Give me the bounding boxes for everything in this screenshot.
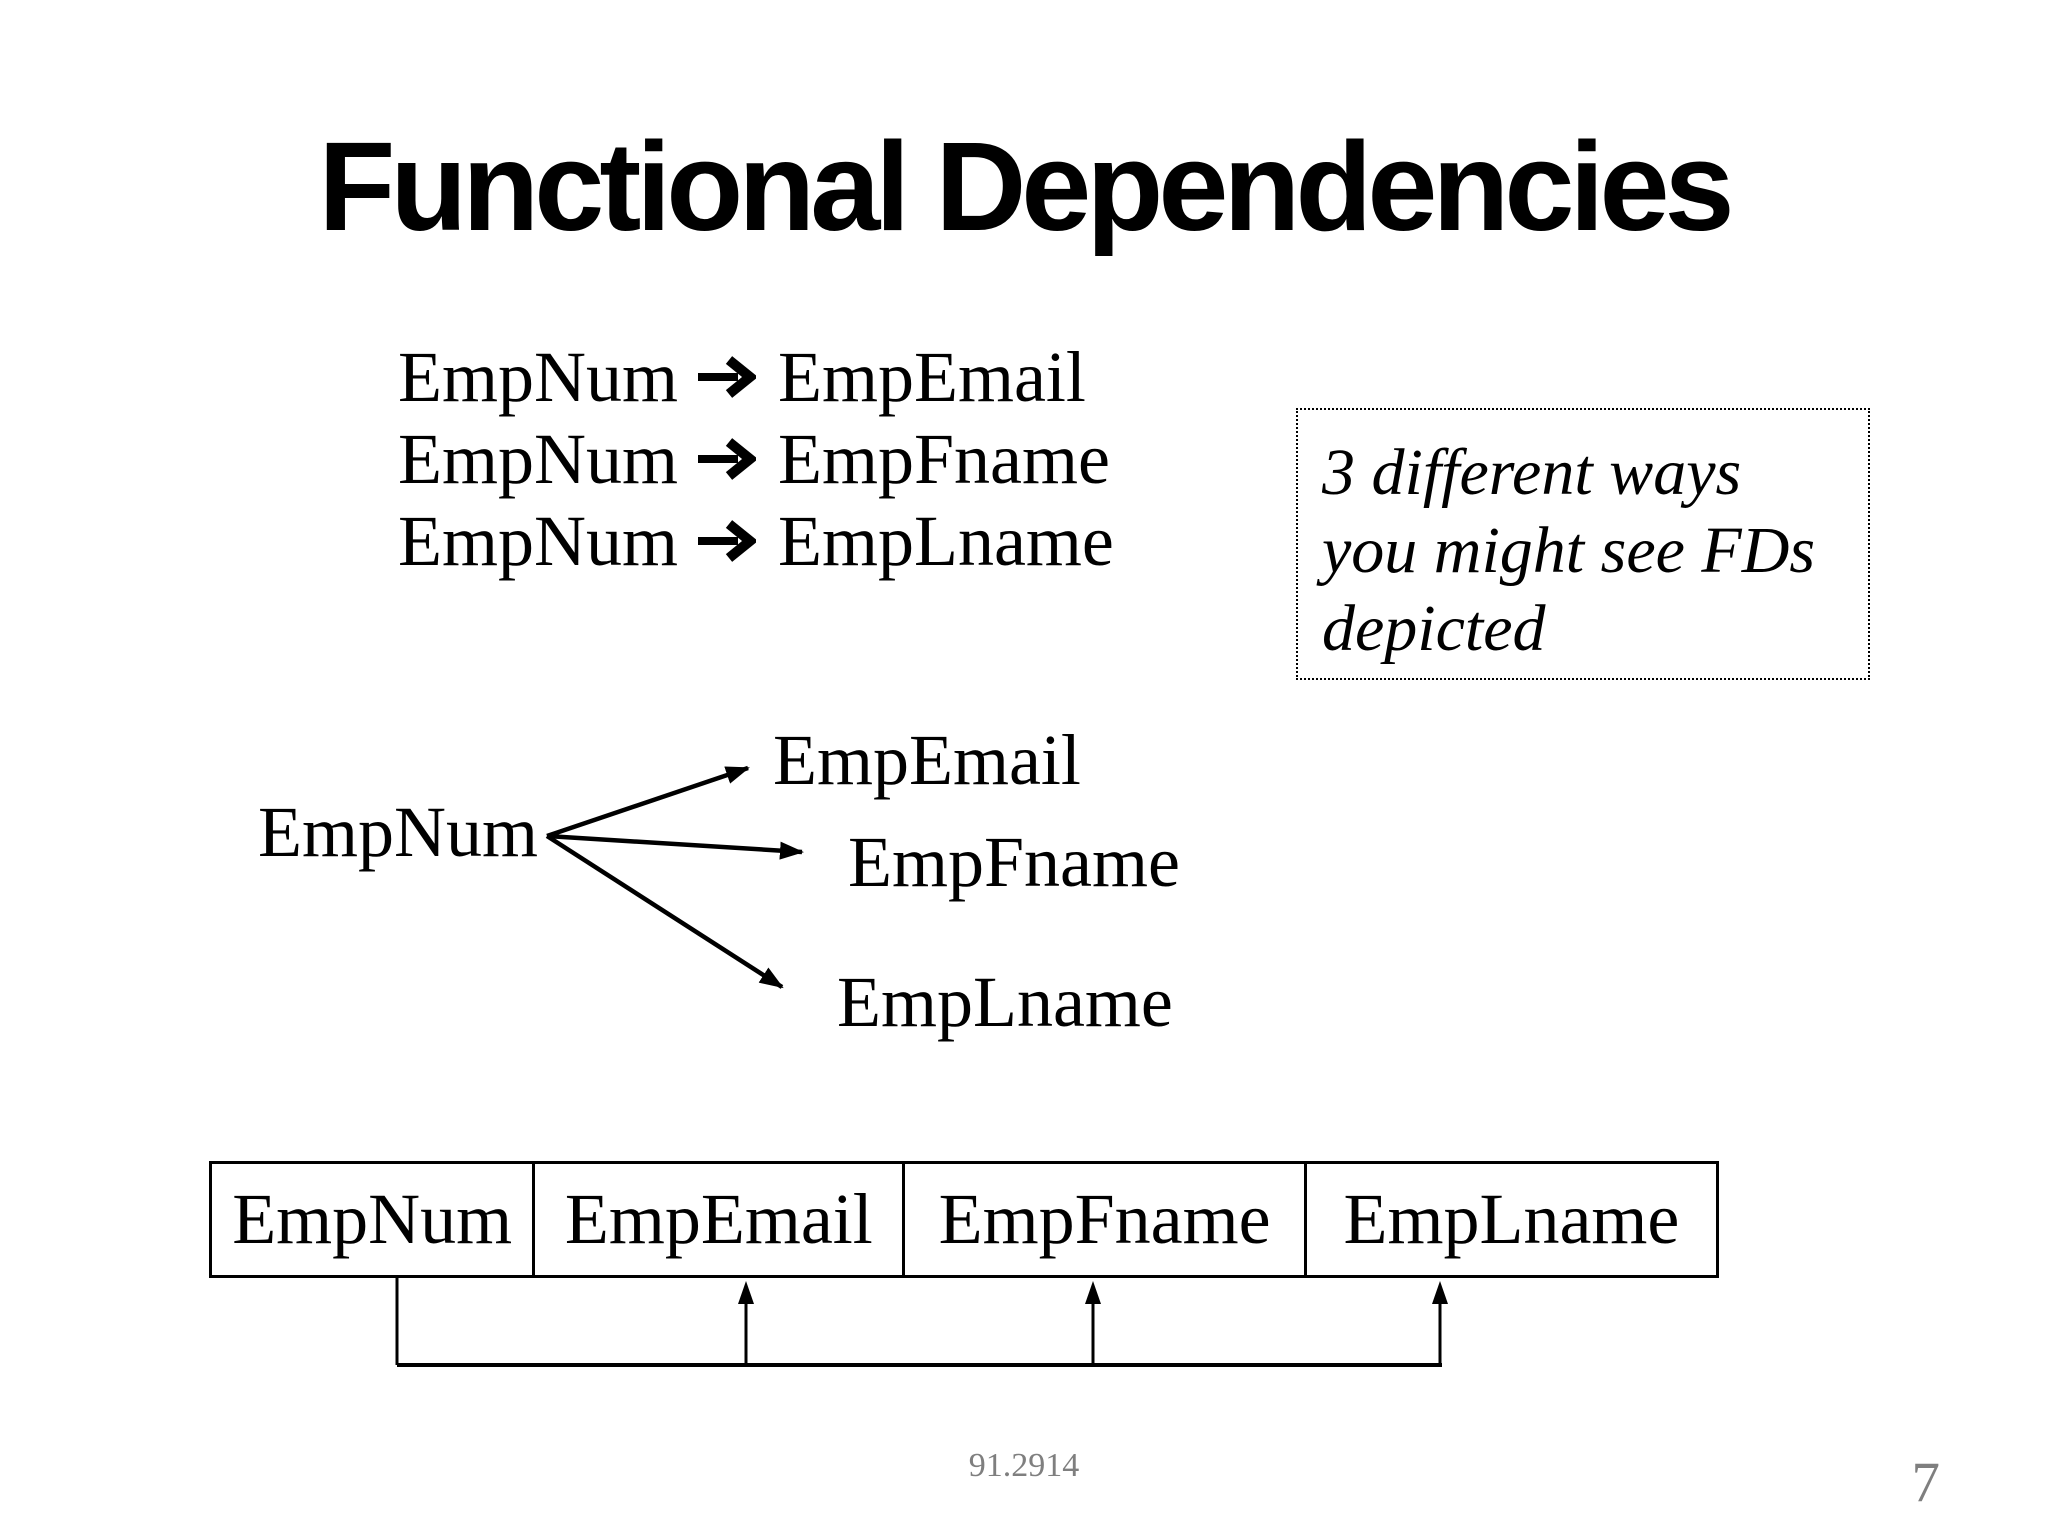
fd-lhs: EmpNum: [398, 337, 678, 417]
diagram-target-label: EmpEmail: [773, 720, 1081, 800]
fd-lhs: EmpNum: [398, 419, 678, 499]
right-arrow-icon: [698, 437, 756, 481]
fd-rhs: EmpEmail: [778, 337, 1086, 417]
dependency-fan-arrows-graphic: [545, 765, 804, 989]
table-cell: EmpNum: [212, 1164, 536, 1275]
diagram-target-label: EmpFname: [848, 822, 1180, 902]
right-arrow-icon: [698, 519, 756, 563]
fd-statement: EmpNum EmpLname: [398, 500, 1114, 582]
fd-rhs: EmpFname: [778, 419, 1110, 499]
diagram-source-label: EmpNum: [258, 792, 538, 872]
table-cell: EmpFname: [905, 1164, 1307, 1275]
fd-statement: EmpNum EmpFname: [398, 418, 1114, 500]
key-dependency-arrows-graphic: [395, 1278, 1448, 1367]
note-box: 3 different ways you might see FDs depic…: [1296, 408, 1870, 680]
fd-statement-list: EmpNum EmpEmail EmpNum EmpFname EmpNum E…: [398, 336, 1114, 582]
note-line: 3 different ways: [1322, 436, 1742, 509]
table-cell: EmpEmail: [535, 1164, 906, 1275]
right-arrow-icon: [698, 355, 756, 399]
note-line: you might see FDs: [1322, 514, 1816, 587]
relation-table: EmpNum EmpEmail EmpFname EmpLname: [209, 1161, 1719, 1278]
footer-page-number: 7: [1911, 1451, 1941, 1514]
diagram-target-label: EmpLname: [837, 962, 1173, 1042]
page-title: Functional Dependencies: [318, 116, 1734, 257]
footer-course-code: 91.2914: [968, 1447, 1080, 1484]
fd-lhs: EmpNum: [398, 501, 678, 581]
fd-rhs: EmpLname: [778, 501, 1114, 581]
fd-statement: EmpNum EmpEmail: [398, 336, 1114, 418]
note-line: depicted: [1322, 592, 1546, 665]
table-cell: EmpLname: [1343, 1179, 1680, 1259]
